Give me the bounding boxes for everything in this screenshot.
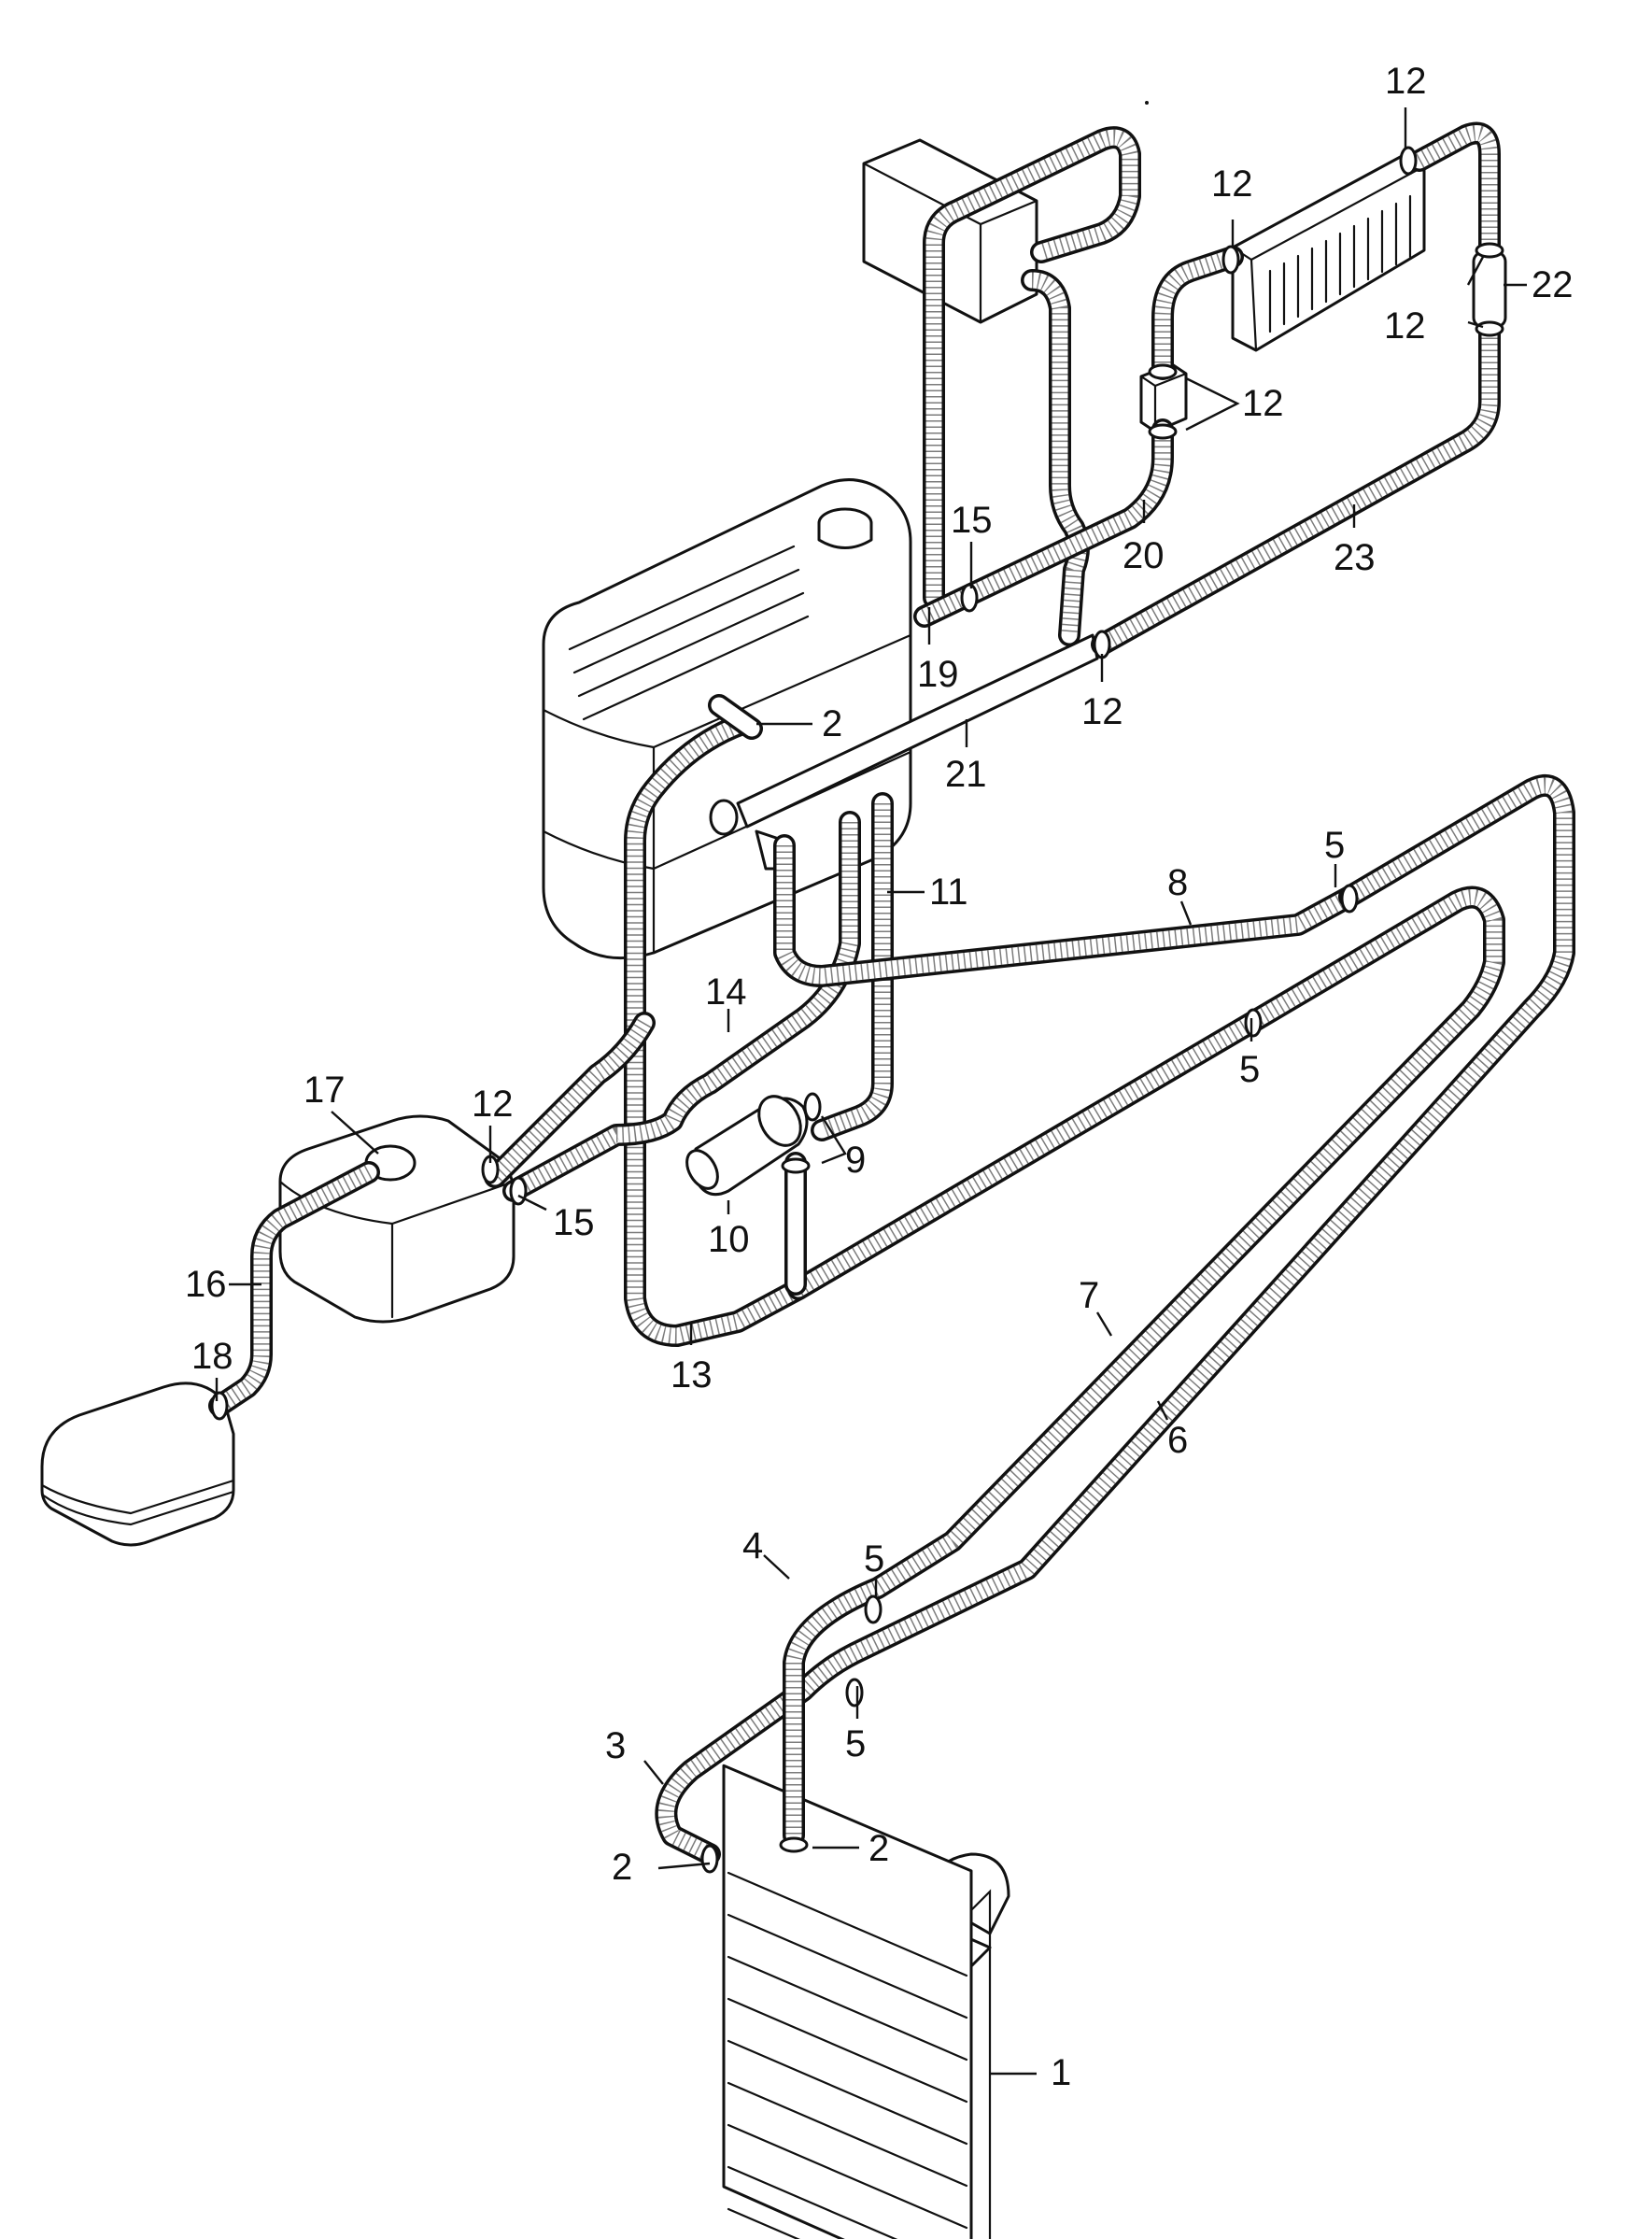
callout-20: 20 [1123,535,1165,576]
callout-7: 7 [1079,1275,1099,1316]
callout-2: 2 [822,703,842,744]
callout-2: 2 [612,1847,632,1888]
heater-unit [862,138,1038,324]
reservoir-tank [278,1114,515,1324]
callout-12: 12 [1384,305,1426,347]
callout-22: 22 [1532,264,1574,305]
callout-3: 3 [605,1725,626,1766]
auxiliary-tank [40,1382,235,1547]
callout-1: 1 [1051,2052,1071,2093]
callout-16: 16 [185,1264,227,1305]
callout-labels: 1 2 2 2 3 4 5 5 5 5 6 7 8 9 10 11 12 12 … [185,61,1574,2093]
callout-17: 17 [304,1070,346,1111]
callout-9: 9 [845,1140,866,1181]
callout-5: 5 [864,1538,884,1580]
leader-lines [215,107,1527,2076]
hoses [208,121,1575,1865]
callout-13: 13 [671,1354,713,1396]
callout-12: 12 [1242,383,1284,424]
callout-6: 6 [1167,1420,1188,1461]
callout-12: 12 [1081,691,1123,732]
radiator [722,1764,1010,2239]
callout-5: 5 [1324,825,1345,866]
callout-21: 21 [945,754,987,795]
callout-5: 5 [845,1723,866,1764]
callout-10: 10 [708,1219,750,1260]
callout-14: 14 [705,971,747,1013]
callout-2: 2 [868,1828,889,1869]
hose-clamps [210,146,1504,1874]
distribution-pipe [709,633,1099,871]
coolant-pump [685,1095,809,1197]
callout-11: 11 [929,872,968,913]
callout-12: 12 [472,1084,514,1125]
callout-15: 15 [951,500,993,541]
callout-18: 18 [191,1336,233,1377]
callout-8: 8 [1167,862,1188,903]
callout-4: 4 [742,1525,763,1566]
callout-12: 12 [1385,61,1427,102]
callout-19: 19 [917,654,959,695]
callout-5: 5 [1239,1049,1260,1090]
callout-15: 15 [553,1202,595,1243]
callout-12: 12 [1211,163,1253,205]
speck-dot [1145,101,1149,105]
callout-23: 23 [1334,537,1376,578]
